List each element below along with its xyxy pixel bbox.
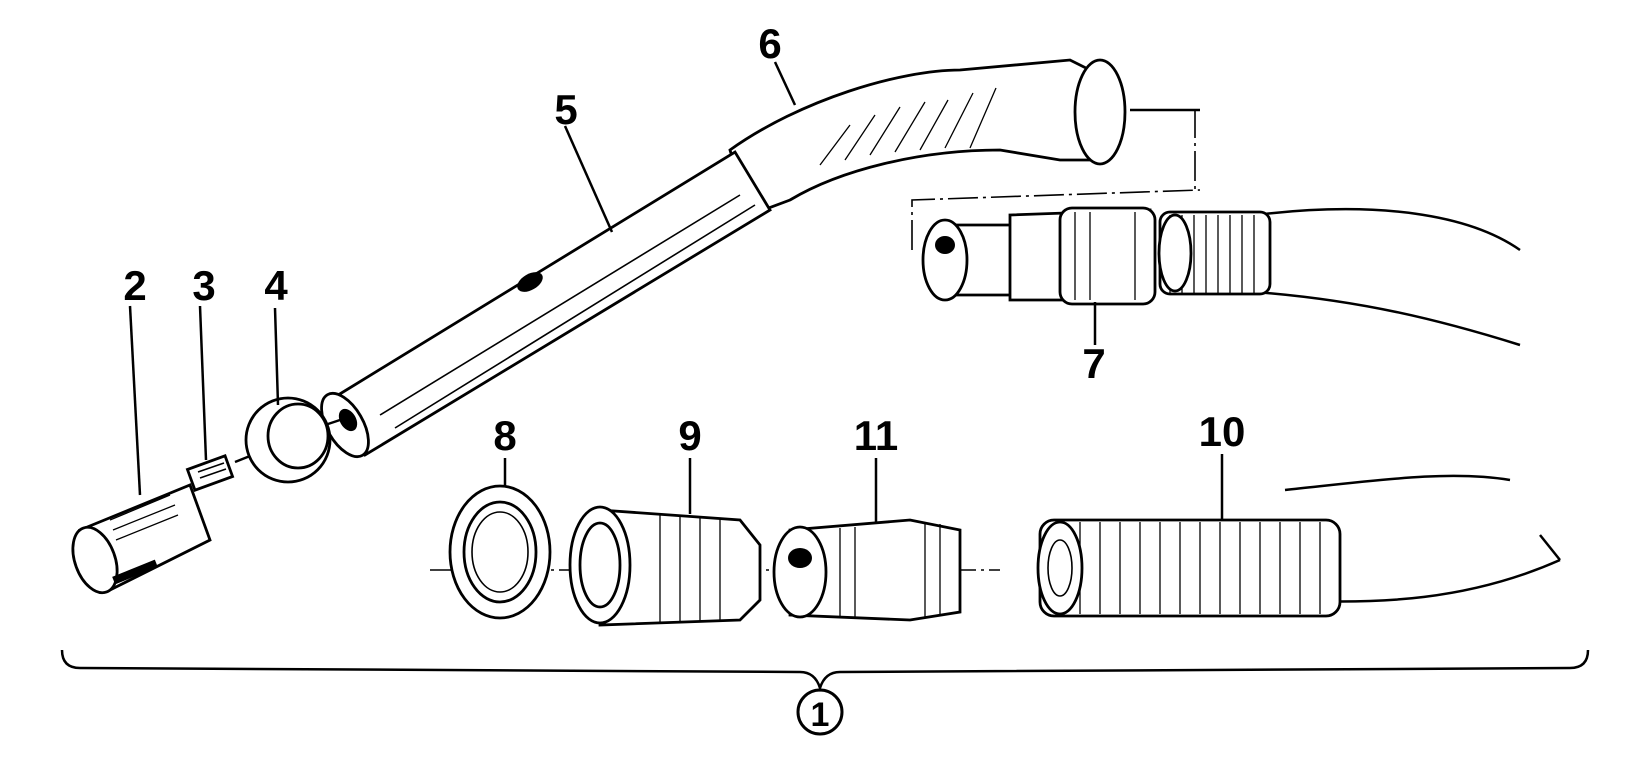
label-part-1: 1 (811, 696, 830, 734)
part-1-circle (796, 688, 844, 736)
hose-corrugation-upper (1157, 210, 1272, 296)
label-part-11: 11 (854, 412, 898, 459)
label-part-4: 4 (264, 262, 288, 309)
hose-assembly (1157, 208, 1561, 603)
label-part-5: 5 (554, 86, 577, 133)
label-part-6: 6 (758, 20, 781, 67)
part-5-6-wand (320, 58, 1200, 459)
leader-lines (128, 61, 1224, 524)
label-part-10: 10 (1199, 408, 1246, 455)
part-11-coupler (772, 518, 962, 622)
part-7-connector (911, 189, 1201, 330)
assembly-brace (60, 649, 1590, 693)
label-part-7: 7 (1082, 340, 1105, 387)
part-2-cap (71, 483, 212, 595)
part-3-label (185, 454, 251, 492)
label-part-8: 8 (493, 412, 516, 459)
part-9-sleeve (568, 505, 762, 627)
label-part-3: 3 (192, 262, 215, 309)
label-part-9: 9 (678, 412, 701, 459)
part-8-ring (430, 484, 1000, 620)
part-10-hose (1036, 518, 1342, 618)
label-part-2: 2 (123, 262, 146, 309)
part-4-ring (244, 396, 341, 484)
